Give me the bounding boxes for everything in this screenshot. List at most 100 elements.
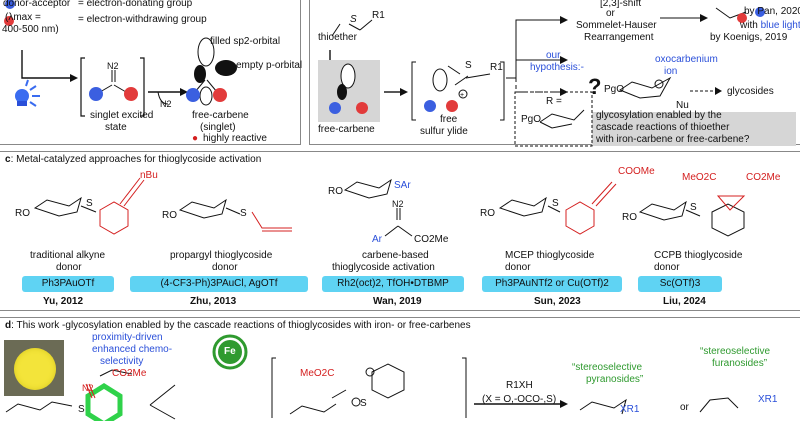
nu-label: Nu [676, 100, 689, 111]
x-def-label: (X = O,-OCO-,S) [482, 394, 557, 405]
or-label-b: or [606, 8, 615, 19]
question-mark: ? [588, 74, 602, 99]
donor-3-desc1: carbene-based [362, 250, 429, 261]
donor-5-structure [638, 195, 746, 237]
ro-3: RO [328, 186, 343, 197]
svg-text:+: + [460, 92, 464, 99]
meo2c-label: MeO2C [682, 172, 717, 183]
donor-1-structure [33, 177, 145, 235]
hypothesis-label: hypothesis:- [530, 62, 584, 73]
edg-dot-legend [5, 0, 15, 9]
s-4: S [552, 198, 559, 209]
donor-3-desc2: thioglycoside activation [332, 262, 435, 273]
panel-a [0, 0, 301, 145]
this-work-donor-structure [5, 369, 133, 421]
donor-5-desc1: CCPB thioglycoside [654, 250, 743, 261]
blue-light-bulb-icon [15, 79, 40, 107]
glyco-text-1: glycosylation enabled by the [596, 110, 722, 121]
thioether-r1: R1 [372, 10, 385, 21]
by-pan-label: by Pan, 2020 [744, 6, 800, 17]
or-label-d: or [680, 402, 689, 413]
lambda-label: (λmax = [5, 12, 41, 23]
donor-2-desc2: donor [212, 262, 238, 273]
oxocarbenium-label: oxocarbenium [655, 54, 718, 65]
donor-2-desc1: propargyl thioglycoside [170, 250, 273, 261]
stereo-fur-2: furanosides” [712, 358, 768, 369]
filled-orbital-label: filled sp2-orbital [210, 36, 281, 47]
ro-2: RO [162, 210, 177, 221]
our-label: our [546, 50, 561, 61]
oxocarbenium-structure [618, 76, 672, 99]
s-5: S [690, 202, 697, 213]
ion-label: ion [664, 66, 678, 77]
edg-dot [89, 87, 103, 101]
ylide-r1: R1 [490, 62, 503, 73]
author-4: Sun, 2023 [534, 296, 581, 307]
donor-4-desc2: donor [505, 262, 531, 273]
n2-d: N2 [82, 383, 94, 393]
xr1-pyr: XR1 [620, 404, 640, 415]
author-1: Yu, 2012 [43, 296, 84, 307]
ro-5: RO [622, 212, 637, 223]
catalyst-badge-1: Ph3PAuOTf [22, 276, 114, 292]
free-label: free [440, 114, 458, 125]
panel-c [0, 151, 800, 311]
ewg-dot [124, 87, 138, 101]
legend-edg: = electron-donating group [78, 0, 193, 9]
sulfonium-ylide-structure [289, 363, 405, 415]
ar-label: Ar [372, 234, 382, 245]
donor-4-desc1: MCEP thioglycoside [505, 250, 595, 261]
donor-5-desc2: donor [654, 262, 680, 273]
sulfur-ylide-icon: + [424, 65, 491, 112]
glyco-text-3: with iron-carbene or free-carbene? [596, 134, 750, 145]
catalyst-badge-3: Rh2(oct)2, TfOH•DTBMP [322, 276, 464, 292]
donor-2-structure [178, 198, 292, 232]
donor-1-desc2: donor [56, 262, 82, 273]
singlet-label: (singlet) [200, 122, 236, 133]
donor-4-structure [498, 181, 617, 235]
s-ylide-d: S [360, 398, 367, 409]
proximity-3: selectivity [100, 356, 144, 367]
panel-c-title: c: Metal-catalyzed approaches for thiogl… [5, 154, 262, 165]
lambda-range: 400-500 nm) [2, 24, 59, 35]
co2me-c: CO2Me [414, 234, 449, 245]
panel-b [309, 0, 800, 145]
sulfur-ylide-label: sulfur ylide [420, 126, 468, 137]
ro-1: RO [15, 208, 30, 219]
s-1: S [86, 198, 93, 209]
state-label: state [105, 122, 127, 133]
free-carbene-label-b: free-carbene [318, 124, 375, 135]
n2-loss-label: N2 [160, 99, 172, 109]
bracket-left [80, 57, 85, 117]
donor-acceptor-label: donor-acceptor [3, 0, 71, 9]
arrow-to-excited [21, 50, 70, 79]
bracket-shift-label: [2,3]-shift [600, 0, 642, 9]
s-d: S [78, 404, 85, 415]
co2me-red-label: CO2Me [746, 172, 781, 183]
nbu-label: nBu [140, 170, 158, 181]
free-carbene-icon [329, 63, 368, 114]
sommelet-label: Sommelet-Hauser [576, 20, 657, 31]
ylide-s: S [465, 60, 472, 71]
n2-label: N2 [107, 61, 119, 71]
co2me-d: CO2Me [112, 368, 147, 379]
empty-orbital-label: empty p-orbital [236, 60, 303, 71]
meo2c-d: MeO2C [300, 368, 335, 379]
stereo-pyr-2: pyranosides” [586, 374, 644, 385]
n2-c: N2 [392, 199, 404, 209]
with-blue-light-label: with blue light [740, 20, 800, 31]
stereo-pyr-1: “stereoselective [572, 362, 643, 373]
pgo-label: PgO [604, 84, 625, 95]
catalyst-badge-4: Ph3PAuNTf2 or Cu(OTf)2 [482, 276, 622, 292]
glycosides-label: glycosides [727, 86, 774, 97]
r-eq-label: R = [546, 96, 562, 107]
ewg-dot-legend [4, 16, 14, 26]
cooMe-label: COOMe [618, 166, 655, 177]
hypothesis-grey-box [592, 112, 796, 146]
thioether-label: thioether [318, 32, 357, 43]
highly-reactive-label: highly reactive [203, 133, 267, 144]
fe-catalyst-icon [212, 334, 248, 370]
bracket-right [140, 57, 145, 117]
